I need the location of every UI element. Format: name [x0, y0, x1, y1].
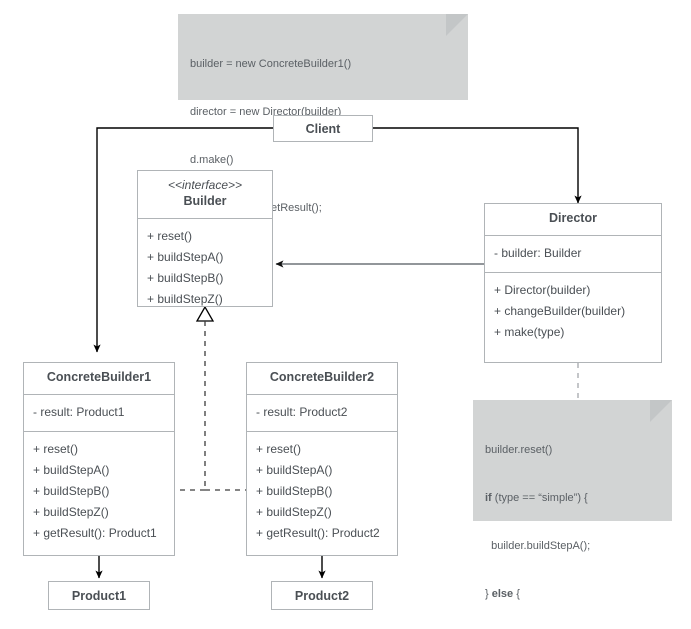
class-member: + changeBuilder(builder) [494, 303, 626, 318]
compartment-divider [24, 393, 174, 395]
class-member: + reset() [33, 441, 79, 456]
class-member: + buildStepA() [147, 249, 224, 264]
note-fold-corner-icon [650, 400, 672, 422]
class-member: + make(type) [494, 324, 565, 339]
class-title-director: Director [485, 204, 661, 235]
class-member: + getResult(): Product1 [33, 525, 157, 540]
class-member: + buildStepZ() [147, 291, 223, 306]
class-box-product1[interactable]: Product1 [48, 581, 150, 610]
keyword-if: if [485, 492, 492, 504]
class-box-builder[interactable]: <<interface>> Builder + reset() + buildS… [137, 170, 273, 307]
class-box-concretebuilder2[interactable]: ConcreteBuilder2 - result: Product2 + re… [246, 362, 398, 556]
class-member: + getResult(): Product2 [256, 525, 380, 540]
note-line: if (type == “simple”) { [485, 492, 588, 504]
class-member: + buildStepB() [33, 483, 110, 498]
class-member: + buildStepB() [256, 483, 333, 498]
class-member: + reset() [256, 441, 302, 456]
concretebuilder1-operations: + reset() + buildStepA() + buildStepB() … [24, 432, 174, 552]
class-title-product2: Product2 [294, 588, 350, 603]
class-member: + buildStepZ() [33, 504, 109, 519]
class-member: - builder: Builder [494, 245, 582, 260]
note-fold-corner-icon [446, 14, 468, 36]
class-title-concretebuilder2: ConcreteBuilder2 [247, 363, 397, 394]
make-method-note-body: builder.reset() if (type == “simple”) { … [473, 400, 672, 629]
class-title-builder: <<interface>> Builder [138, 171, 272, 218]
note-line: builder.reset() [485, 444, 553, 456]
class-title-client: Client [305, 121, 341, 136]
concretebuilder1-attributes: - result: Product1 [24, 395, 174, 431]
class-title-concretebuilder1: ConcreteBuilder1 [24, 363, 174, 394]
concretebuilder2-operations: + reset() + buildStepA() + buildStepB() … [247, 432, 397, 552]
compartment-divider [247, 430, 397, 432]
note-line: builder.buildStepA(); [485, 540, 591, 552]
note-line: } else { [485, 588, 520, 600]
class-name-builder: Builder [183, 194, 227, 208]
class-name-concretebuilder1: ConcreteBuilder1 [46, 370, 152, 384]
class-name-concretebuilder2: ConcreteBuilder2 [269, 370, 375, 384]
class-member: + buildStepB() [147, 270, 224, 285]
compartment-divider [247, 393, 397, 395]
class-member: + reset() [147, 228, 193, 243]
client-code-note: builder = new ConcreteBuilder1() directo… [178, 14, 468, 214]
builder-operations: + reset() + buildStepA() + buildStepB() … [138, 219, 272, 318]
compartment-divider [24, 430, 174, 432]
class-member: + buildStepA() [33, 462, 110, 477]
edge-concretebuilder1-realizes-builder [174, 305, 215, 491]
class-box-product2[interactable]: Product2 [271, 581, 373, 610]
class-box-client[interactable]: Client [273, 115, 373, 142]
concretebuilder2-attributes: - result: Product2 [247, 395, 397, 431]
keyword-else: else [491, 588, 514, 600]
director-attributes: - builder: Builder [485, 236, 661, 272]
class-member: - result: Product2 [256, 404, 348, 419]
class-title-product1: Product1 [71, 588, 127, 603]
class-box-director[interactable]: Director - builder: Builder + Director(b… [484, 203, 662, 363]
director-operations: + Director(builder) + changeBuilder(buil… [485, 273, 661, 351]
class-member: + buildStepA() [256, 462, 333, 477]
class-member: - result: Product1 [33, 404, 125, 419]
make-method-note: builder.reset() if (type == “simple”) { … [473, 400, 672, 600]
compartment-divider [485, 234, 661, 236]
note-line: builder = new ConcreteBuilder1() [190, 58, 352, 70]
compartment-divider [485, 271, 661, 273]
class-name-director: Director [549, 211, 597, 225]
class-member: + buildStepZ() [256, 504, 332, 519]
class-box-concretebuilder1[interactable]: ConcreteBuilder1 - result: Product1 + re… [23, 362, 175, 556]
class-member: + Director(builder) [494, 282, 591, 297]
note-line: d.make() [190, 154, 234, 166]
class-stereotype-builder: <<interface>> [167, 178, 243, 192]
